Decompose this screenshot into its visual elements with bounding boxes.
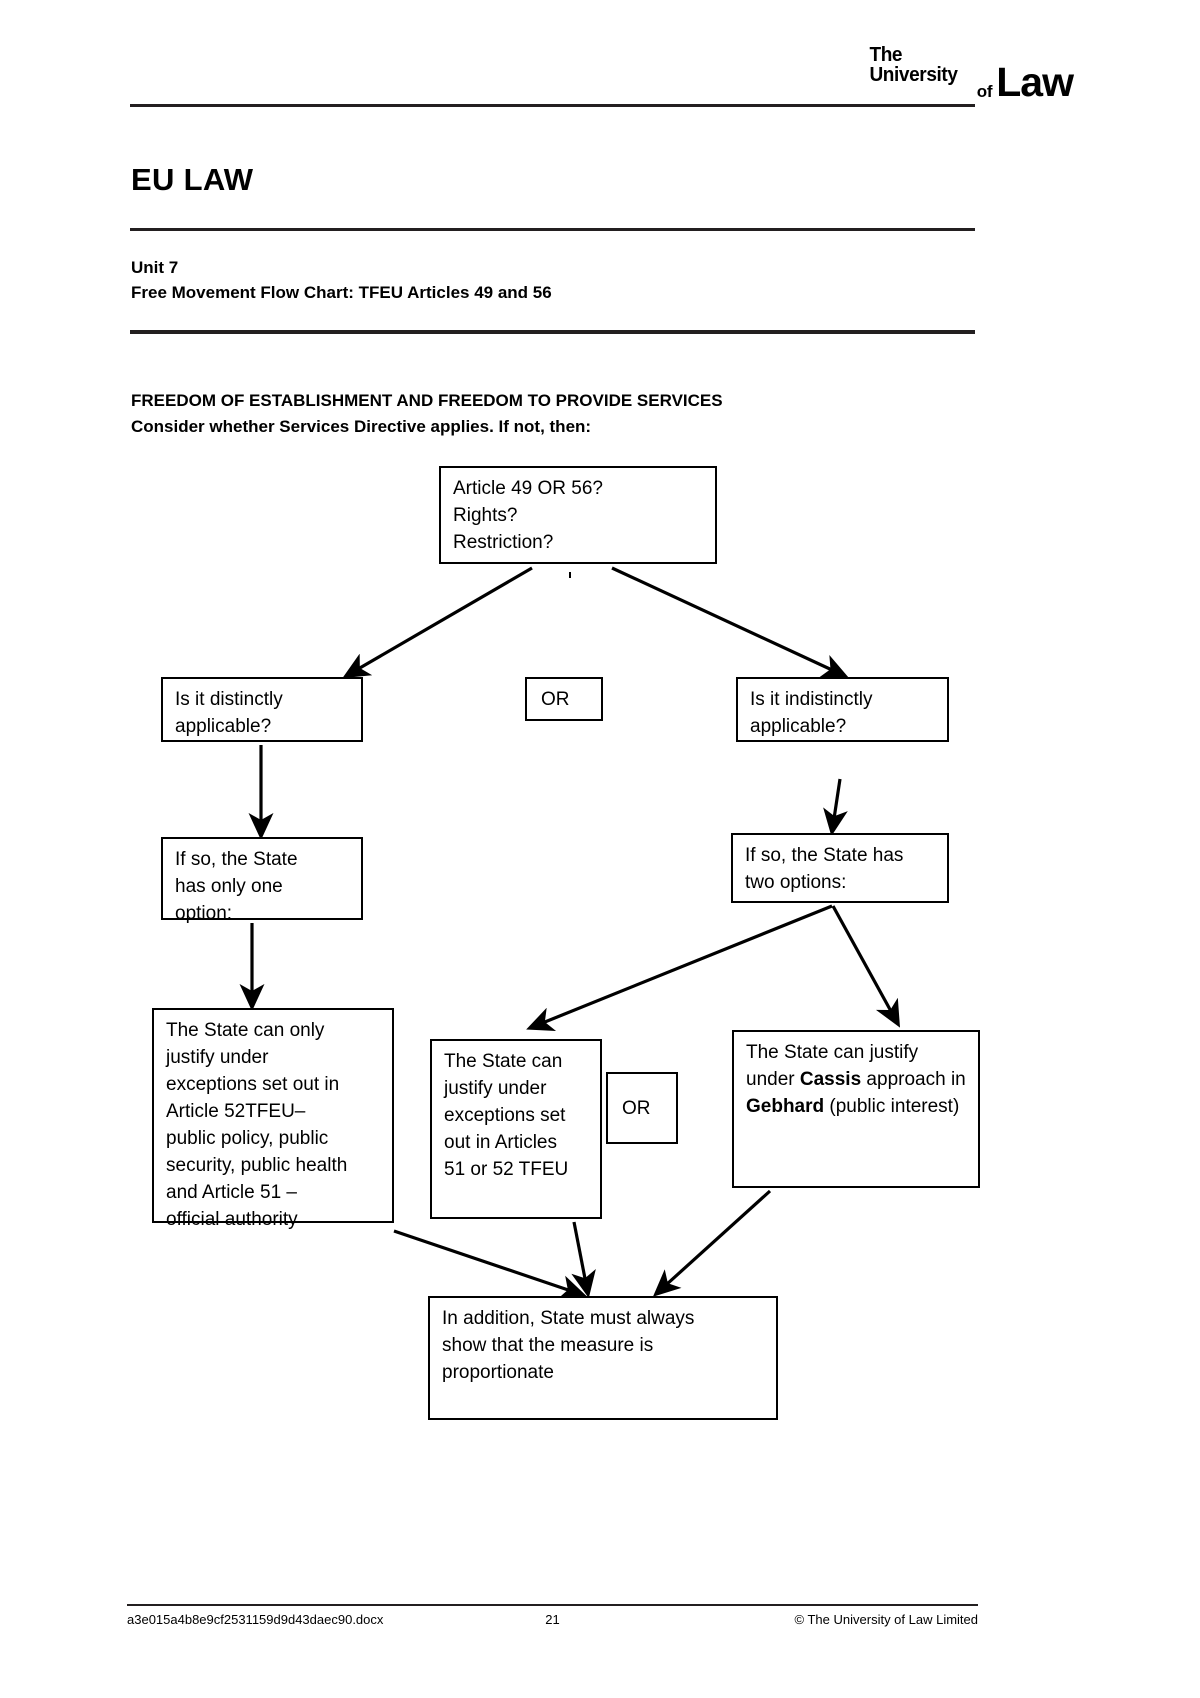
node-distinctly-applicable: Is it distinctly applicable? bbox=[161, 677, 363, 742]
node-distinct-justification-line4: Article 52TFEU– bbox=[166, 1100, 306, 1122]
node-distinct-justification: The State can only justify under excepti… bbox=[152, 1008, 394, 1230]
arrow-leftbig-to-bottom bbox=[393, 1229, 587, 1300]
node-cassis-gebhard-case-gebhard: Gebhard bbox=[746, 1095, 825, 1117]
node-distinctly-applicable-line1: Is it distinctly bbox=[175, 689, 283, 710]
title-divider bbox=[130, 228, 975, 231]
arrow-right-to-bottom bbox=[652, 1189, 772, 1297]
node-distinct-justification-line8: official authority bbox=[166, 1208, 298, 1230]
node-article-question-line3: Restriction? bbox=[453, 531, 554, 553]
node-treaty-derogations-line5: 51 or 52 TFEU bbox=[444, 1158, 569, 1180]
node-state-two-options-line2: two options: bbox=[745, 871, 847, 893]
node-state-two-options: If so, the State has two options: bbox=[731, 833, 949, 903]
node-state-two-options-line1: If so, the State has bbox=[745, 845, 904, 866]
node-article-question-line1: Article 49 OR 56? bbox=[453, 478, 603, 499]
node-indistinctly-applicable: Is it indistinctly applicable? bbox=[736, 677, 949, 742]
arrow-indistinct-to-state2 bbox=[823, 778, 848, 837]
node-indistinctly-applicable-line1: Is it indistinctly bbox=[750, 689, 873, 710]
node-cassis-gebhard-part1: The State can justify under bbox=[746, 1042, 919, 1090]
node-distinct-justification-line2: justify under bbox=[166, 1046, 269, 1068]
node-distinct-justification-line1: The State can only bbox=[166, 1020, 325, 1041]
node-distinct-justification-line6: security, public health bbox=[166, 1154, 348, 1176]
node-treaty-derogations: The State can justify under exceptions s… bbox=[430, 1039, 602, 1219]
node-treaty-derogations-line4: out in Articles bbox=[444, 1131, 557, 1153]
university-of-law-logo: The University of Law bbox=[863, 44, 1074, 106]
arrow-start-to-indistinct bbox=[611, 566, 849, 678]
intro-line-2: Consider whether Services Directive appl… bbox=[131, 417, 592, 437]
node-distinctly-applicable-line2: applicable? bbox=[175, 715, 272, 737]
footer-divider bbox=[127, 1604, 978, 1606]
node-article-question-line2: Rights? bbox=[453, 504, 518, 526]
node-treaty-derogations-line1: The State can bbox=[444, 1051, 563, 1072]
node-state-one-option-line3: option: bbox=[175, 902, 233, 924]
node-proportionality-line2: show that the measure is bbox=[442, 1334, 654, 1356]
node-indistinctly-applicable-line2: applicable? bbox=[750, 715, 847, 737]
node-distinct-justification-line3: exceptions set out in bbox=[166, 1073, 340, 1095]
subject-label: Free Movement Flow Chart: TFEU Articles … bbox=[131, 282, 552, 302]
node-cassis-gebhard-part3: (public interest) bbox=[824, 1095, 960, 1117]
node-state-one-option: If so, the State has only one option: bbox=[161, 837, 363, 924]
arrow-start-to-distinct bbox=[342, 566, 533, 679]
page-title: EU LAW bbox=[131, 162, 254, 197]
node-proportionality-line3: proportionate bbox=[442, 1361, 554, 1383]
node-treaty-derogations-line3: exceptions set bbox=[444, 1104, 566, 1126]
node-or-upper: OR bbox=[525, 677, 603, 721]
logo-line-of: of bbox=[976, 82, 993, 101]
node-cassis-gebhard-part2: approach in bbox=[861, 1068, 966, 1090]
arrow-state2-to-mid bbox=[526, 904, 833, 1031]
node-proportionality: In addition, State must always show that… bbox=[428, 1296, 778, 1420]
logo-line-the-university: The University bbox=[869, 44, 958, 86]
footer-page-number: 21 bbox=[545, 1612, 560, 1627]
node-cassis-gebhard: The State can justify under Cassis appro… bbox=[732, 1030, 980, 1188]
node-article-question: Article 49 OR 56? Rights? Restriction? bbox=[439, 466, 717, 564]
subtitle-divider bbox=[130, 330, 975, 334]
arrow-state2-to-right bbox=[831, 905, 901, 1028]
node-proportionality-line1: In addition, State must always bbox=[442, 1308, 695, 1329]
unit-label: Unit 7 bbox=[131, 258, 179, 277]
logo-line-law: Law bbox=[996, 59, 1074, 106]
intro-text: FREEDOM OF ESTABLISHMENT AND FREEDOM TO … bbox=[131, 388, 723, 441]
node-state-one-option-line1: If so, the State bbox=[175, 849, 298, 870]
node-distinct-justification-line5: public policy, public bbox=[166, 1127, 329, 1149]
intro-line-1: FREEDOM OF ESTABLISHMENT AND FREEDOM TO … bbox=[131, 391, 723, 410]
node-state-one-option-line2: has only one bbox=[175, 875, 283, 897]
arrow-mid-to-bottom bbox=[571, 1221, 596, 1299]
node-distinct-justification-line7: and Article 51 – bbox=[166, 1181, 297, 1203]
document-subtitle: Unit 7 Free Movement Flow Chart: TFEU Ar… bbox=[131, 256, 552, 305]
node-or-lower: OR bbox=[606, 1072, 678, 1144]
node-cassis-gebhard-case-cassis: Cassis bbox=[799, 1068, 862, 1090]
footer-copyright: © The University of Law Limited bbox=[794, 1612, 978, 1627]
footer-filename: a3e015a4b8e9cf2531159d9d43daec90.docx bbox=[127, 1612, 384, 1627]
header-divider-top bbox=[130, 104, 975, 107]
node-treaty-derogations-line2: justify under bbox=[444, 1077, 547, 1099]
